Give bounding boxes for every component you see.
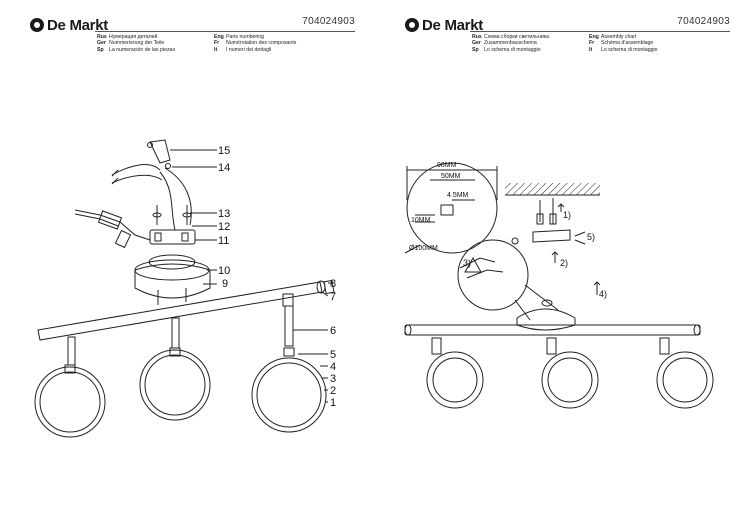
brand-logo: De Markt bbox=[30, 13, 108, 37]
wiring-detail-circle bbox=[457, 239, 529, 311]
arm-middle bbox=[546, 337, 557, 355]
arm-middle bbox=[171, 317, 180, 349]
product-code: 704024903 bbox=[302, 16, 355, 27]
arm-left bbox=[431, 337, 442, 355]
canopy-top bbox=[148, 254, 196, 270]
callout-12: 12 bbox=[218, 221, 230, 233]
callout-11: 11 bbox=[218, 235, 229, 247]
terminal-block bbox=[149, 229, 196, 245]
step-3: 3) bbox=[463, 258, 471, 268]
ring-left bbox=[426, 351, 484, 409]
arm-right bbox=[284, 305, 294, 347]
callout-14: 14 bbox=[218, 162, 230, 174]
ring-left bbox=[34, 366, 106, 438]
warning-icon bbox=[464, 256, 482, 273]
product-code: 704024903 bbox=[677, 16, 730, 27]
callout-9: 9 bbox=[222, 278, 228, 290]
step-4: 4) bbox=[599, 289, 607, 299]
callout-5: 5 bbox=[330, 349, 336, 361]
dim-width-outer: 98MM bbox=[437, 162, 457, 169]
dim-slot: 4.5MM bbox=[447, 192, 469, 199]
callout-1: 1 bbox=[330, 397, 336, 409]
callout-2: 2 bbox=[330, 385, 336, 397]
step-1: 1) bbox=[563, 210, 571, 220]
bracket-slot bbox=[440, 204, 454, 216]
ring-right bbox=[656, 351, 714, 409]
wire bbox=[111, 164, 161, 176]
header-divider bbox=[95, 31, 355, 32]
light-bar bbox=[37, 281, 323, 341]
callout-8: 8 bbox=[330, 278, 336, 290]
callout-3: 3 bbox=[330, 373, 336, 385]
brand-logo-icon bbox=[405, 18, 419, 32]
dim-diameter: Ø100MM bbox=[409, 245, 438, 252]
callout-7: 7 bbox=[330, 291, 336, 303]
wire bbox=[164, 167, 192, 226]
joint-right bbox=[282, 293, 294, 307]
arm-left bbox=[67, 336, 76, 366]
ceiling bbox=[505, 183, 600, 195]
step-2: 2) bbox=[560, 258, 568, 268]
header-divider bbox=[470, 31, 730, 32]
mounting-bracket bbox=[532, 229, 571, 243]
screw bbox=[147, 142, 153, 148]
assembly-diagram: 98MM 50MM 4.5MM 10MM Ø100MM 1) 2) 3) 4) … bbox=[404, 162, 714, 409]
brand-logo: De Markt bbox=[405, 13, 483, 37]
callout-10: 10 bbox=[218, 265, 230, 277]
step-5: 5) bbox=[587, 232, 595, 242]
ring-right bbox=[251, 357, 327, 433]
wire bbox=[111, 174, 163, 184]
arm-right bbox=[659, 337, 670, 355]
nut bbox=[165, 163, 171, 169]
callout-15: 15 bbox=[218, 145, 230, 157]
dim-depth: 10MM bbox=[411, 217, 431, 224]
callout-13: 13 bbox=[218, 208, 230, 220]
canopy bbox=[516, 308, 576, 331]
canopy bbox=[134, 263, 211, 299]
callout-4: 4 bbox=[330, 361, 336, 373]
canopy-dimension-circle bbox=[406, 162, 498, 254]
mounting-bracket bbox=[149, 139, 171, 164]
dim-width-inner: 50MM bbox=[441, 173, 461, 180]
ring-middle bbox=[541, 351, 599, 409]
exploded-parts-diagram: 15 14 13 12 11 10 9 8 7 6 5 4 3 2 1 bbox=[34, 139, 336, 438]
connector bbox=[97, 210, 123, 230]
wire bbox=[159, 171, 176, 231]
callout-6: 6 bbox=[330, 325, 336, 337]
ring-middle bbox=[139, 349, 211, 421]
brand-logo-icon bbox=[30, 18, 44, 32]
